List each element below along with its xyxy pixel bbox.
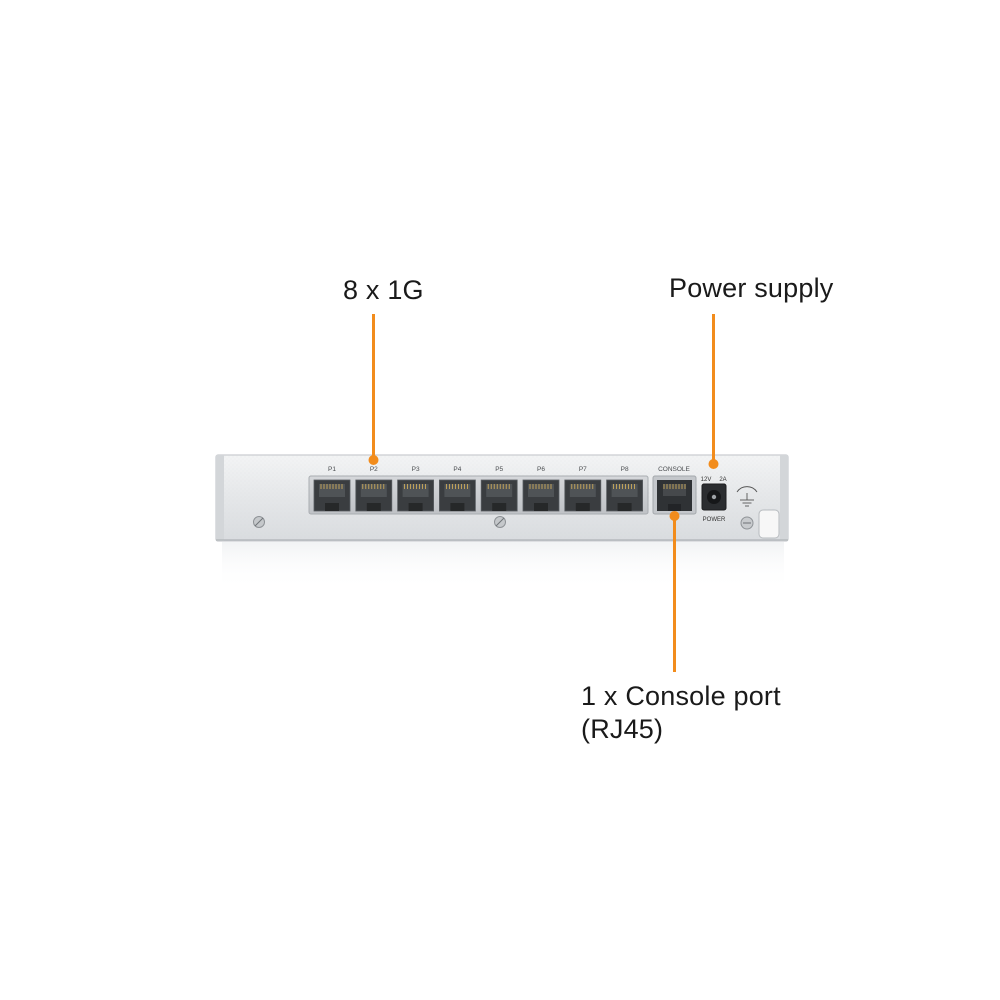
leader-line-power (708, 314, 719, 469)
screw-icon (494, 516, 506, 528)
ethernet-port (480, 479, 518, 512)
ethernet-port (355, 479, 393, 512)
ethernet-port-block (308, 475, 649, 515)
ground-lug (740, 509, 780, 539)
port-label: P2 (370, 466, 378, 473)
power-rating-current: 2A (719, 477, 726, 483)
ethernet-port (522, 479, 560, 512)
callout-label-ports: 8 x 1G (343, 275, 424, 305)
port-label: P3 (412, 466, 420, 473)
callout-console-line1: 1 x Console port (581, 681, 781, 711)
console-port-label: CONSOLE (658, 466, 690, 473)
ethernet-port (397, 479, 435, 512)
console-port (657, 480, 692, 511)
port-labels: P1 P2 P3 P4 P5 P6 P7 P8 (328, 466, 629, 473)
port-label: P6 (537, 466, 545, 473)
ethernet-port (313, 479, 351, 512)
port-label: P7 (579, 466, 587, 473)
chassis-reflection (222, 542, 784, 590)
power-label: POWER (703, 517, 726, 523)
power-rating-voltage: 12V (701, 477, 712, 483)
port-label: P1 (328, 466, 336, 473)
chassis-right-flange (780, 455, 788, 541)
chassis-left-flange (216, 455, 224, 541)
leader-line-ports (368, 314, 379, 465)
port-label: P5 (495, 466, 503, 473)
leader-line-console (669, 511, 680, 672)
ethernet-port (564, 479, 602, 512)
ethernet-port (438, 479, 476, 512)
callout-label-console: 1 x Console port (RJ45) (581, 680, 841, 746)
port-label: P8 (621, 466, 629, 473)
ethernet-port (606, 479, 643, 512)
callout-label-power-supply: Power supply (669, 273, 834, 303)
screw-icon (253, 516, 265, 528)
port-label: P4 (453, 466, 461, 473)
ground-symbol-icon (736, 486, 758, 507)
ethernet-ports (313, 479, 643, 512)
callout-console-line2: (RJ45) (581, 713, 664, 744)
